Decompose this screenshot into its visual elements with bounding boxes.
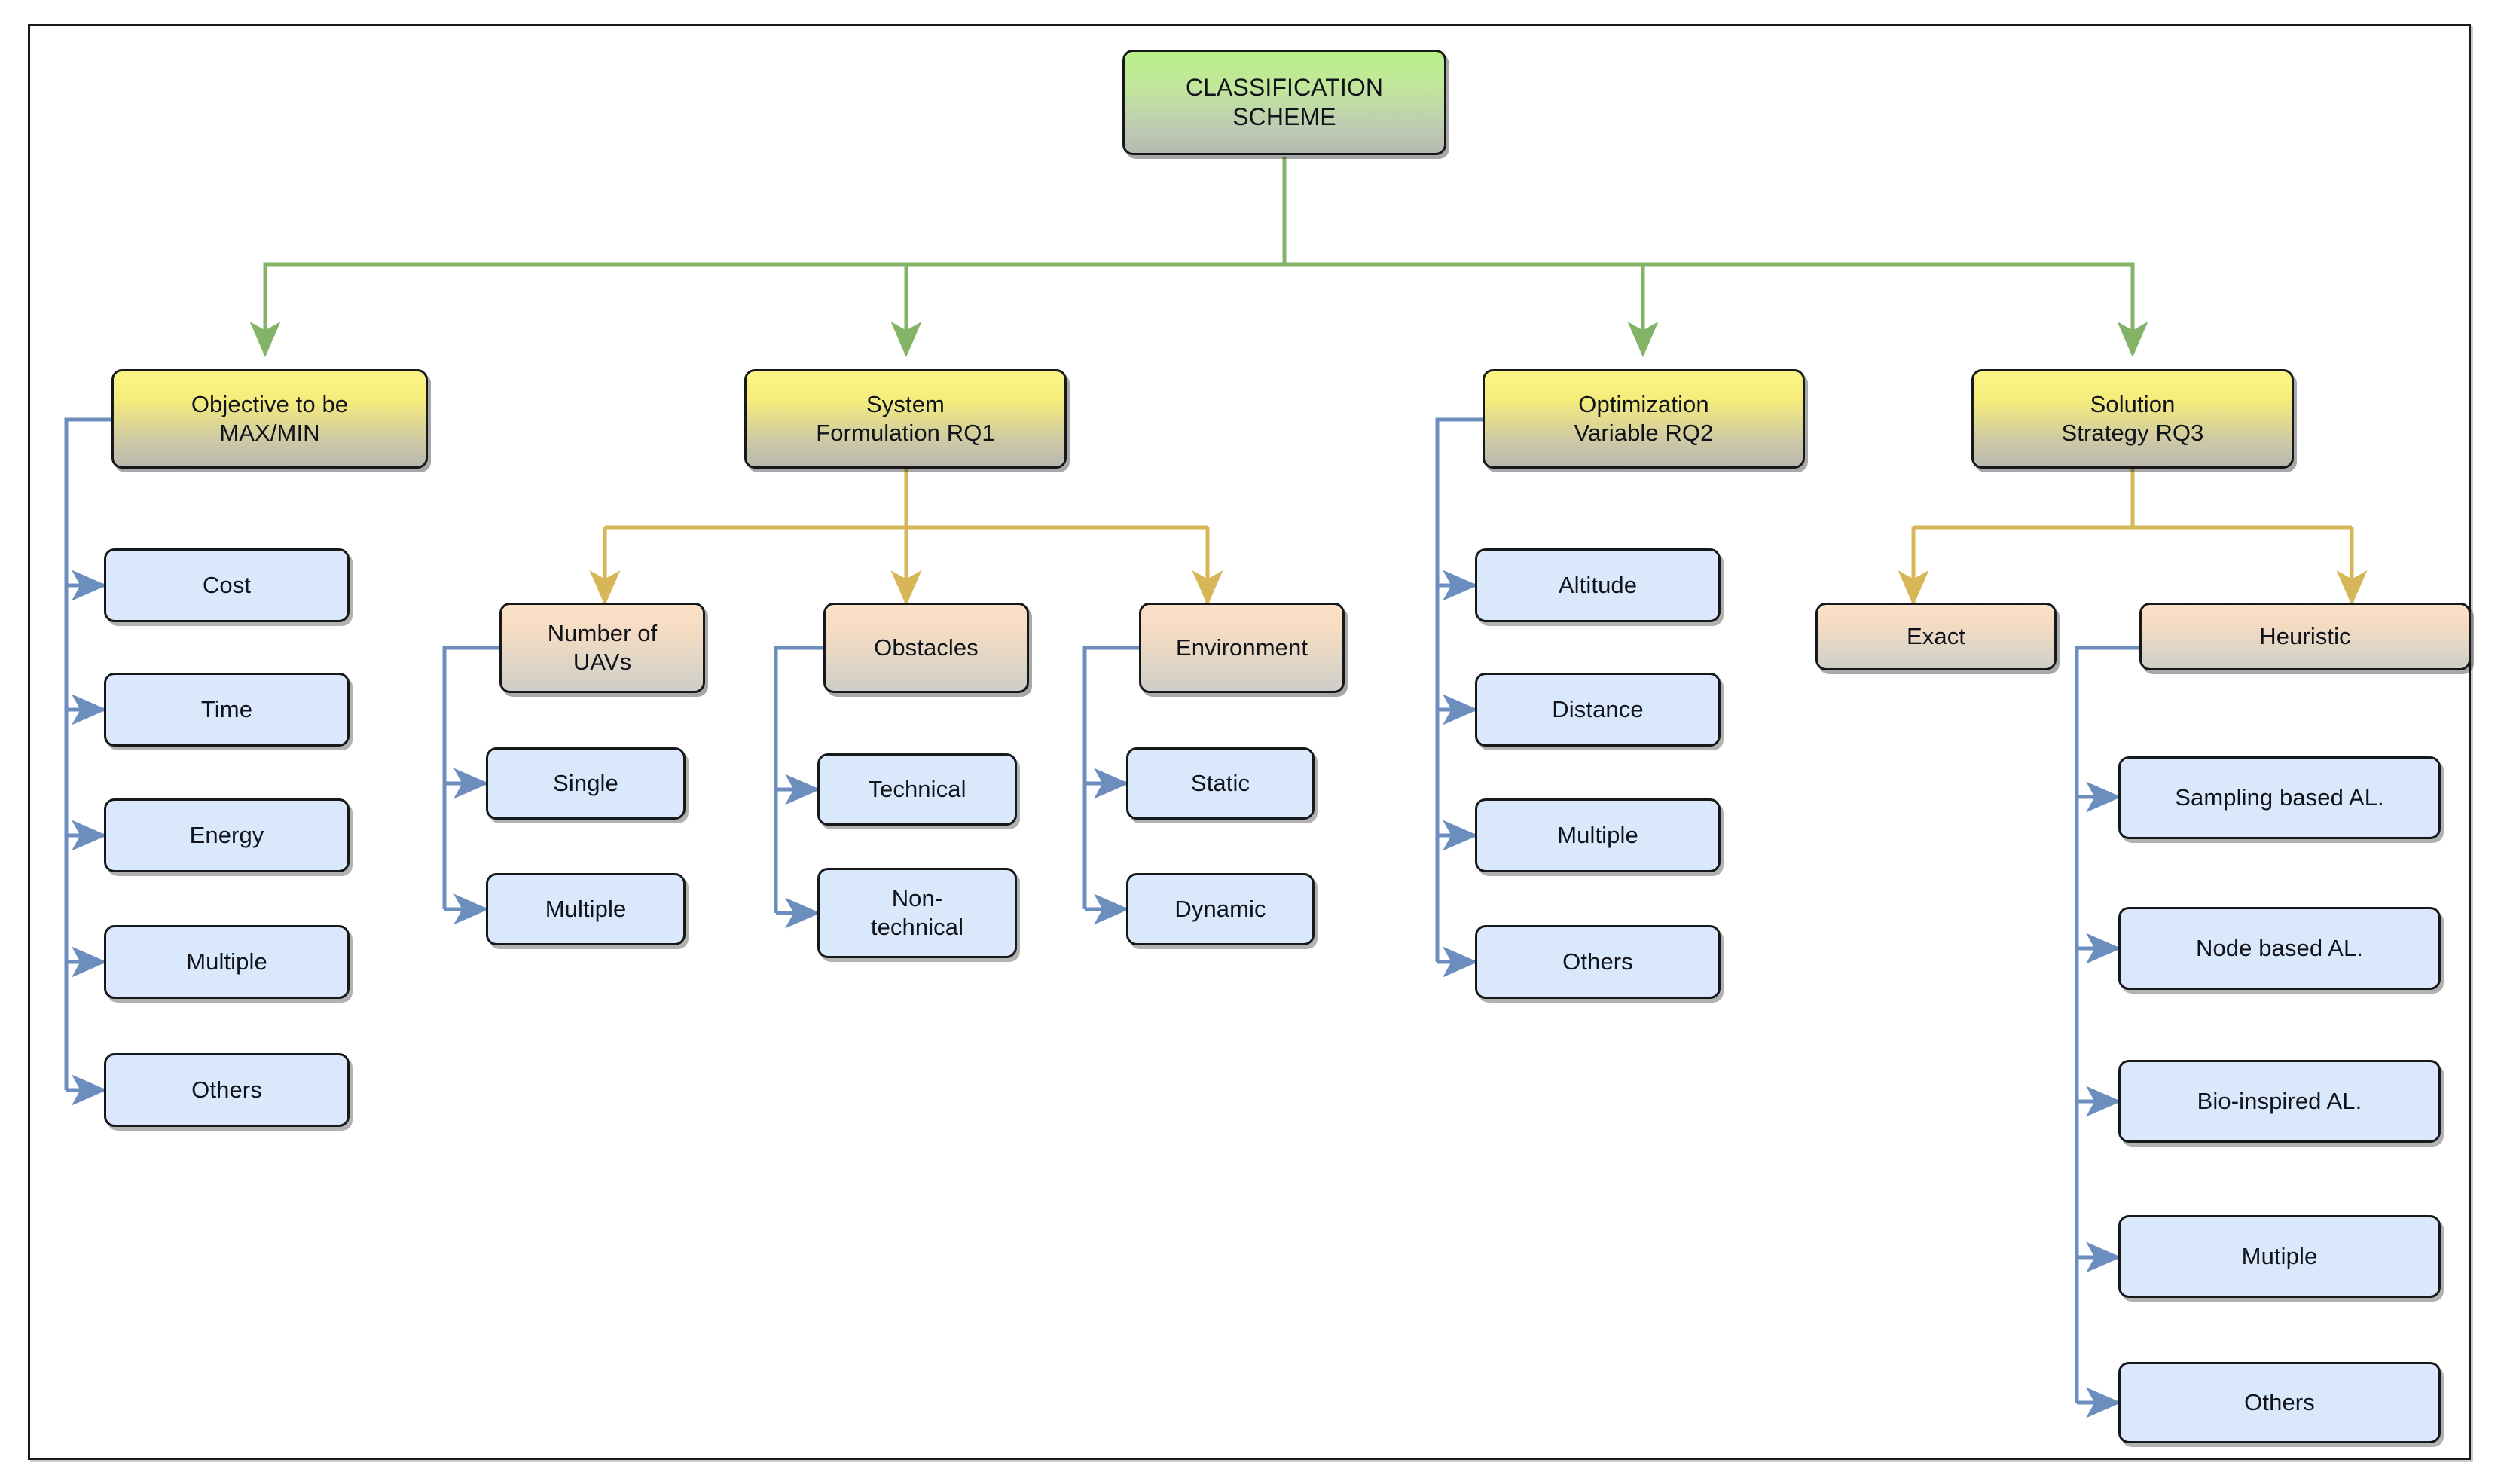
leaf-node-multiple-objective[interactable]: Multiple — [104, 925, 350, 999]
leaf-node-static[interactable]: Static — [1126, 747, 1315, 820]
sub-branch-node-exact[interactable]: Exact — [1815, 603, 2057, 670]
non-technical-label-line1: Non- — [891, 885, 943, 912]
leaf-node-others-objective[interactable]: Others — [104, 1053, 350, 1127]
leaf-node-node-based-al[interactable]: Node based AL. — [2118, 907, 2441, 990]
root-label-line1: CLASSIFICATION — [1185, 73, 1384, 101]
leaf-node-dynamic[interactable]: Dynamic — [1126, 873, 1315, 945]
uavs-label-line1: Number of — [547, 620, 658, 647]
leaf-node-single[interactable]: Single — [486, 747, 686, 820]
others-heuristic-label: Others — [2244, 1389, 2315, 1416]
environment-label: Environment — [1175, 634, 1308, 661]
leaf-node-distance[interactable]: Distance — [1475, 673, 1721, 747]
sub-branch-node-obstacles[interactable]: Obstacles — [823, 603, 1029, 693]
obstacles-label: Obstacles — [874, 634, 979, 661]
optimization-label-line1: Optimization — [1578, 391, 1709, 418]
leaf-node-bio-inspired-al[interactable]: Bio-inspired AL. — [2118, 1060, 2441, 1143]
leaf-node-others-heuristic[interactable]: Others — [2118, 1362, 2441, 1443]
leaf-node-energy[interactable]: Energy — [104, 798, 350, 872]
leaf-node-time[interactable]: Time — [104, 673, 350, 747]
sampling-based-label: Sampling based AL. — [2175, 784, 2384, 811]
bio-inspired-label: Bio-inspired AL. — [2197, 1088, 2362, 1115]
root-label-line2: SCHEME — [1232, 103, 1336, 130]
sub-branch-node-environment[interactable]: Environment — [1139, 603, 1345, 693]
altitude-label: Altitude — [1558, 572, 1638, 599]
single-label: Single — [553, 770, 618, 797]
multiple-variable-label: Multiple — [1557, 822, 1638, 849]
mutiple-heuristic-label: Mutiple — [2241, 1243, 2318, 1270]
leaf-node-non-technical[interactable]: Non-technical — [817, 868, 1017, 958]
leaf-node-multiple-variable[interactable]: Multiple — [1475, 798, 1721, 872]
others-objective-label: Others — [191, 1076, 262, 1104]
system-label-line2: Formulation RQ1 — [816, 420, 995, 446]
leaf-node-altitude[interactable]: Altitude — [1475, 548, 1721, 622]
static-label: Static — [1190, 770, 1250, 797]
others-variable-label: Others — [1562, 948, 1633, 976]
cost-label: Cost — [202, 572, 252, 599]
leaf-node-others-variable[interactable]: Others — [1475, 925, 1721, 999]
non-technical-label-line2: technical — [870, 914, 964, 940]
leaf-node-multiple-uav[interactable]: Multiple — [486, 873, 686, 945]
distance-label: Distance — [1552, 696, 1644, 723]
leaf-node-cost[interactable]: Cost — [104, 548, 350, 622]
technical-label: Technical — [868, 776, 966, 803]
leaf-node-mutiple-heuristic[interactable]: Mutiple — [2118, 1215, 2441, 1298]
solution-label-line2: Strategy RQ3 — [2061, 420, 2204, 446]
energy-label: Energy — [189, 822, 264, 849]
diagram-frame — [28, 24, 2471, 1460]
exact-label: Exact — [1906, 623, 1966, 650]
uavs-label-line2: UAVs — [573, 649, 632, 675]
solution-label-line1: Solution — [2090, 391, 2176, 418]
system-label-line1: System — [866, 391, 945, 418]
leaf-node-technical[interactable]: Technical — [817, 753, 1017, 826]
objective-label-line1: Objective to be — [191, 391, 349, 418]
time-label: Time — [200, 696, 253, 723]
multiple-uav-label: Multiple — [545, 896, 627, 923]
dynamic-label: Dynamic — [1174, 896, 1266, 923]
sub-branch-node-heuristic[interactable]: Heuristic — [2139, 603, 2471, 670]
objective-label-line2: MAX/MIN — [219, 420, 320, 446]
node-based-label: Node based AL. — [2195, 935, 2364, 962]
heuristic-label: Heuristic — [2259, 623, 2351, 650]
multiple-objective-label: Multiple — [186, 948, 267, 976]
leaf-node-sampling-based-al[interactable]: Sampling based AL. — [2118, 756, 2441, 839]
optimization-label-line2: Variable RQ2 — [1574, 420, 1714, 446]
